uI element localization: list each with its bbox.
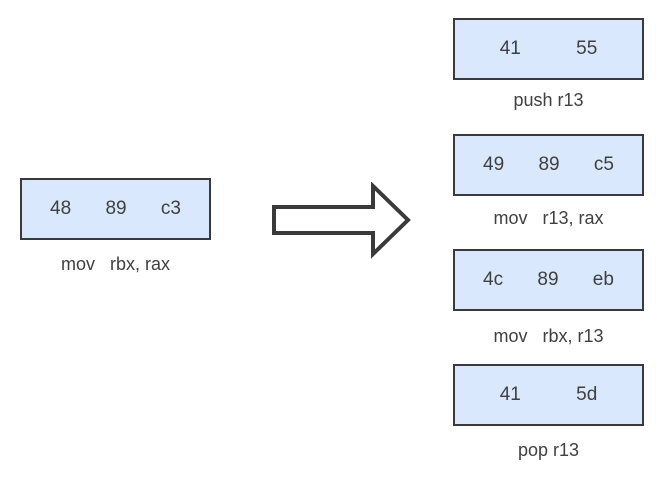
byte-box-mov-r13-rax-bytes: 49 89 c5 (483, 154, 614, 175)
byte-box-original: 48 89 c3 (20, 178, 211, 240)
byte-box-pop-r13-bytes: 41 5d (499, 384, 598, 405)
asm-label-original: mov rbx, rax (60, 254, 171, 274)
asm-label-mov-r13-rax: mov r13, rax (493, 208, 604, 228)
byte-box-original-bytes: 48 89 c3 (50, 198, 181, 219)
byte-box-mov-r13-rax: 49 89 c5 (453, 134, 644, 196)
byte-box-mov-rbx-r13-bytes: 4c 89 eb (483, 269, 614, 290)
byte-box-mov-rbx-r13: 4c 89 eb (453, 249, 644, 311)
right-arrow-icon (272, 182, 411, 259)
asm-label-push-r13: push r13 (513, 90, 584, 110)
byte-box-push-r13-bytes: 41 55 (499, 38, 598, 59)
byte-box-push-r13: 41 55 (453, 18, 644, 80)
asm-label-mov-rbx-r13: mov rbx, r13 (493, 326, 604, 346)
byte-box-pop-r13: 41 5d (453, 364, 644, 426)
asm-label-pop-r13: pop r13 (517, 440, 580, 460)
